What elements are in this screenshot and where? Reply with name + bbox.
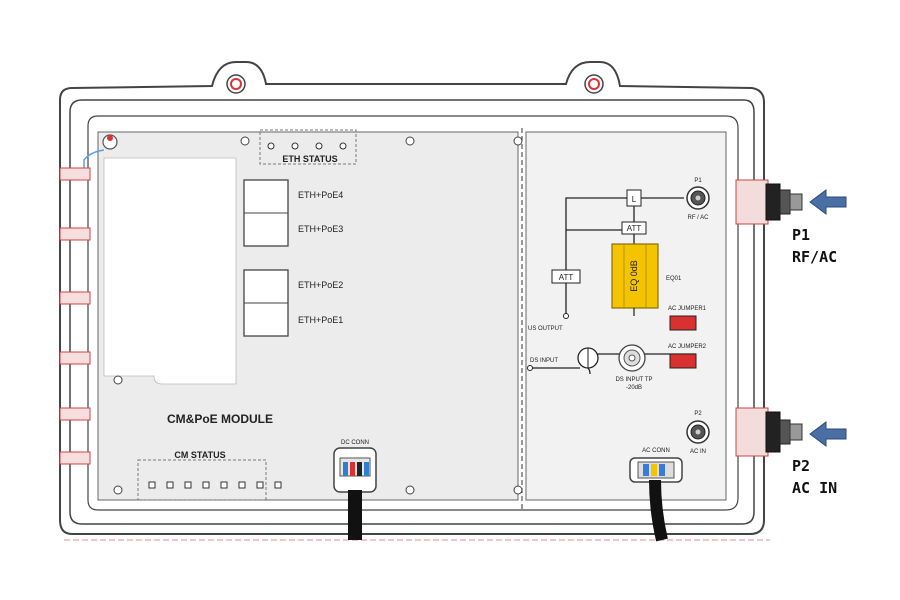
- ac-jumper1-label: AC JUMPER1: [668, 306, 707, 312]
- att-box-left: [551, 269, 581, 284]
- p1-housing-fitting: [735, 179, 803, 225]
- ac-jumper2-label: AC JUMPER2: [668, 344, 707, 350]
- p2-arrow-icon: [809, 421, 847, 447]
- eq-label: EQ 0dB: [629, 260, 639, 292]
- cm-led-4: [202, 481, 210, 489]
- eth-led-1: [267, 142, 275, 150]
- p2-name: P2: [792, 457, 810, 475]
- ac-jumper1: [669, 315, 697, 331]
- ac-cable: [649, 479, 668, 542]
- cm-led-2: [166, 481, 174, 489]
- l-label: L: [632, 195, 637, 204]
- p1-panel-tag: P1: [694, 178, 702, 184]
- p1-arrow-icon: [809, 189, 847, 215]
- eth-led-2: [291, 142, 299, 150]
- eth-status-leds: [267, 142, 347, 150]
- ac-conn-label: AC CONN: [642, 448, 670, 454]
- p1-panel-sub: RF / AC: [687, 215, 709, 221]
- ds-input-label: DS INPUT: [530, 358, 558, 364]
- panel-cutout: [103, 157, 237, 385]
- cm-status-title: CM STATUS: [174, 450, 225, 460]
- cm-led-6: [238, 481, 246, 489]
- eq-ref: EQ01: [666, 276, 682, 282]
- eth-port-label-3: ETH+PoE3: [298, 224, 343, 234]
- eth-status-title: ETH STATUS: [282, 154, 337, 164]
- eth-port-label-1: ETH+PoE1: [298, 315, 343, 325]
- cm-led-5: [220, 481, 228, 489]
- cm-status-leds: [148, 481, 282, 489]
- cm-led-7: [256, 481, 264, 489]
- mounting-lug-left: [226, 74, 246, 94]
- eth-led-4: [339, 142, 347, 150]
- p2-housing-fitting: [735, 407, 803, 457]
- top-left-screw: [102, 134, 118, 150]
- module-title: CM&PoE MODULE: [167, 412, 273, 426]
- att-box-top: [621, 221, 647, 235]
- eth-status-box: [259, 129, 357, 165]
- p2-panel-connector: [686, 420, 710, 444]
- equalizer-module: [611, 243, 659, 309]
- att-label-left: ATT: [559, 273, 574, 282]
- p1-desc: RF/AC: [792, 248, 837, 266]
- us-output-node: [563, 313, 569, 319]
- us-output-label: US OUTPUT: [528, 326, 563, 332]
- ds-input-node: [527, 365, 533, 371]
- cm-led-3: [184, 481, 192, 489]
- p1-panel-connector: [686, 186, 710, 210]
- left-side-fittings: [59, 167, 91, 465]
- cm-led-1: [148, 481, 156, 489]
- cm-led-8: [274, 481, 282, 489]
- ds-input-tp-label: DS INPUT TP: [615, 377, 652, 383]
- blue-wire: [83, 149, 105, 175]
- ds-input-test-point: [618, 344, 646, 372]
- dc-conn-label: DC CONN: [341, 440, 369, 446]
- eth-led-3: [315, 142, 323, 150]
- eth-port-label-4: ETH+PoE4: [298, 190, 343, 200]
- att-label-top: ATT: [627, 224, 642, 233]
- p2-panel-sub: AC IN: [690, 449, 706, 455]
- p2-panel-tag: P2: [694, 411, 702, 417]
- ds-input-tp-level: -20dB: [626, 385, 642, 391]
- l-block: [626, 189, 642, 207]
- ac-jumper2: [669, 353, 697, 369]
- cm-status-box: [137, 459, 267, 501]
- p2-desc: AC IN: [792, 479, 837, 497]
- dc-connector: [333, 447, 377, 493]
- p1-name: P1: [792, 226, 810, 244]
- ac-connector: [629, 457, 683, 483]
- housing: [59, 61, 765, 535]
- mounting-lug-right: [584, 74, 604, 94]
- eth-port-label-2: ETH+PoE2: [298, 280, 343, 290]
